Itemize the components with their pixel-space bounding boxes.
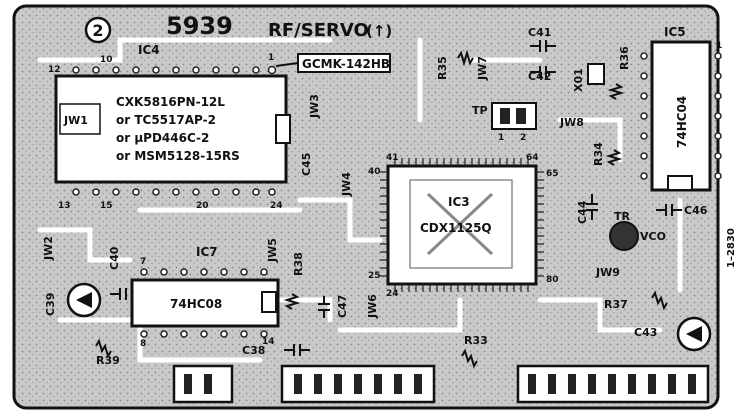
ic7-notch [261,291,277,313]
ic5-part: 74HC04 [675,96,689,148]
sheet-number: 2 [92,21,103,40]
ref-x01: X01 [572,68,585,92]
ic4-part-4: or MSM5128-15RS [116,149,240,163]
pin-number: 24 [386,289,399,299]
ic7-label: IC7 [196,245,218,259]
ref-c41: C41 [528,26,551,39]
pin-number: 15 [100,201,113,211]
ref-c46: C46 [684,204,708,217]
ref-jw5: JW5 [266,238,279,263]
ic4-label: IC4 [138,43,160,57]
pin-number: 7 [140,257,146,267]
pin-number: 24 [270,201,283,211]
pin-number: 12 [48,65,61,75]
ref-jw4: JW4 [340,172,353,197]
ref-r36: R36 [618,46,631,70]
ref-tp: TP [472,104,488,117]
x01-crystal [587,63,605,85]
ic5-label: IC5 [664,25,686,39]
board-number: 5939 [166,12,233,40]
pin-number: 14 [262,337,275,347]
ref-jw2: JW2 [42,236,55,261]
pin-number: 10 [100,55,113,65]
connector-pins [184,374,696,394]
pin-number: 64 [526,153,539,163]
pin-number: 65 [546,169,559,179]
tr-vco-component [609,221,639,251]
ref-r39: R39 [96,354,120,367]
ref-c43: C43 [634,326,657,339]
pin-number: 1 [268,53,274,63]
ref-jw3: JW3 [308,94,321,119]
sheet-number-badge [84,16,112,44]
ref-jw9: JW9 [595,266,620,279]
ref-jw6: JW6 [366,294,379,319]
ref-r37: R37 [604,298,628,311]
ref-c44: C44 [576,200,589,224]
ref-r34: R34 [592,142,605,166]
pin-number: 1 [716,41,722,51]
pin-number: 80 [546,275,559,285]
side-note: 1–2830 [726,228,737,268]
ref-c45: C45 [300,153,313,176]
tp-box [491,102,537,130]
ref-jw8: JW8 [559,116,584,129]
ic4-notch [275,114,291,144]
pin-number: 1 [498,133,504,143]
copper-traces [37,37,683,363]
ref-c42: C42 [528,70,551,83]
ref-jw1: JW1 [63,114,88,127]
side-mark: (↑) [366,22,392,40]
ref-r35: R35 [436,56,449,80]
pin-number: 41 [386,153,399,163]
pin-number: 2 [520,133,526,143]
jw1-box [59,103,101,135]
ref-r38: R38 [292,252,305,276]
ref-c40: C40 [108,246,121,270]
ic5-pins [640,52,722,180]
ic7-pins [140,268,268,338]
ic7-body [130,278,280,328]
ref-jw7: JW7 [476,56,489,81]
ref-c47: C47 [336,295,349,318]
ic7-part: 74HC08 [170,297,222,311]
pin-number: 25 [368,271,381,281]
ic4-part-3: or μPD446C-2 [116,131,209,145]
pin-number: 8 [140,339,146,349]
pin-number: 40 [368,167,381,177]
ref-c38: C38 [242,344,265,357]
ic3-part: CDX1125Q [420,221,492,235]
ic4-body [54,74,288,184]
ic3-label: IC3 [448,195,470,209]
ic3-pins [380,158,544,292]
ref-r33: R33 [464,334,488,347]
ic4-part-2: or TC5517AP-2 [116,113,216,127]
board-name: RF/SERVO [268,20,369,41]
gcmk-label: GCMK-142HB [302,57,390,71]
pin-number: 13 [58,201,71,211]
capacitor-symbols [110,40,682,356]
ref-c39: C39 [44,293,57,316]
resistor-symbols [95,49,668,369]
ref-vco: VCO [640,230,666,243]
ic5-notch [667,175,693,191]
ic4-part-1: CXK5816PN-12L [116,95,225,109]
ref-tr: TR [614,210,631,223]
ic4-pins [72,65,277,196]
pin-number: 20 [196,201,209,211]
